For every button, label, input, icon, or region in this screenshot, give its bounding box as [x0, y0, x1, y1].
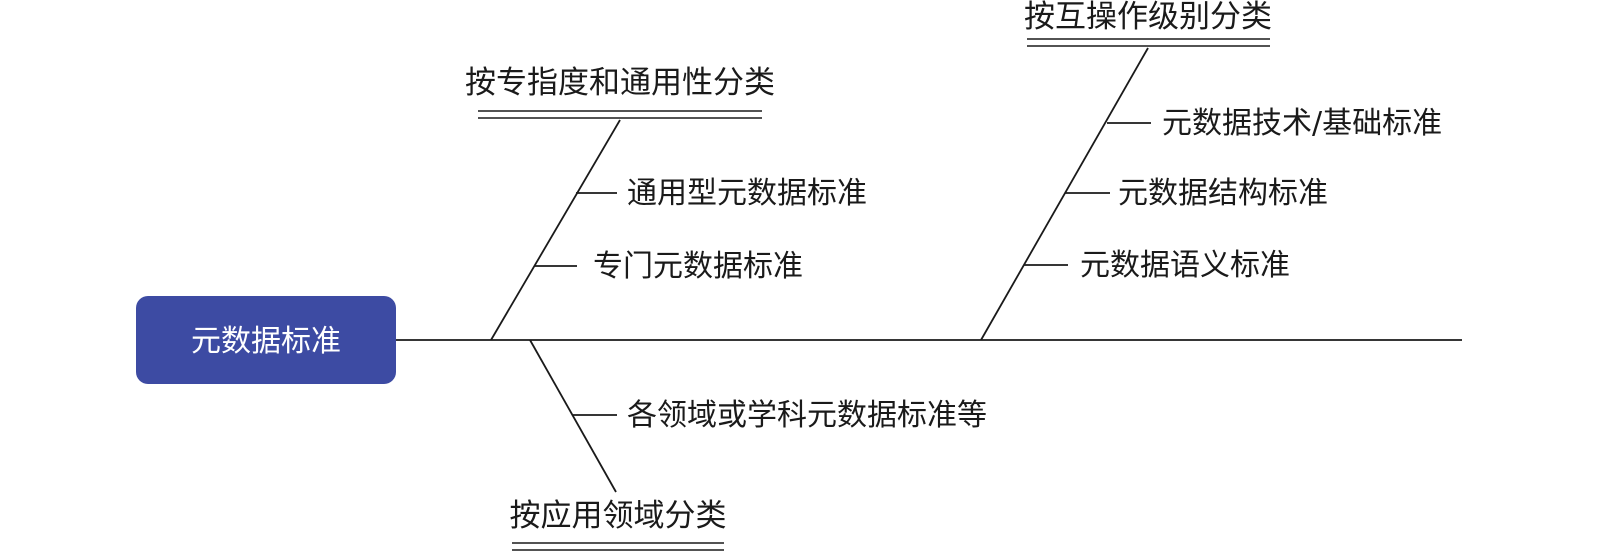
branch-specificity-item-1: 通用型元数据标准	[627, 176, 867, 211]
branch-interoperability-label: 按互操作级别分类	[1024, 0, 1272, 35]
branch-interoperability-bone	[980, 47, 1149, 341]
branch-domain-bone	[529, 339, 617, 493]
branch-specificity-label: 按专指度和通用性分类	[465, 65, 775, 101]
branch-interoperability-item-2: 元数据结构标准	[1118, 176, 1328, 211]
branch-domain-label: 按应用领域分类	[510, 498, 727, 534]
branch-interoperability-item-1: 元数据技术/基础标准	[1162, 106, 1442, 141]
branch-specificity-item-2: 专门元数据标准	[593, 249, 803, 284]
branch-domain-item-1: 各领域或学科元数据标准等	[627, 398, 987, 433]
branch-specificity-bone	[490, 119, 621, 341]
branch-interoperability-item-3: 元数据语义标准	[1080, 248, 1290, 283]
head-box	[136, 296, 396, 384]
head-label: 元数据标准	[191, 324, 341, 359]
